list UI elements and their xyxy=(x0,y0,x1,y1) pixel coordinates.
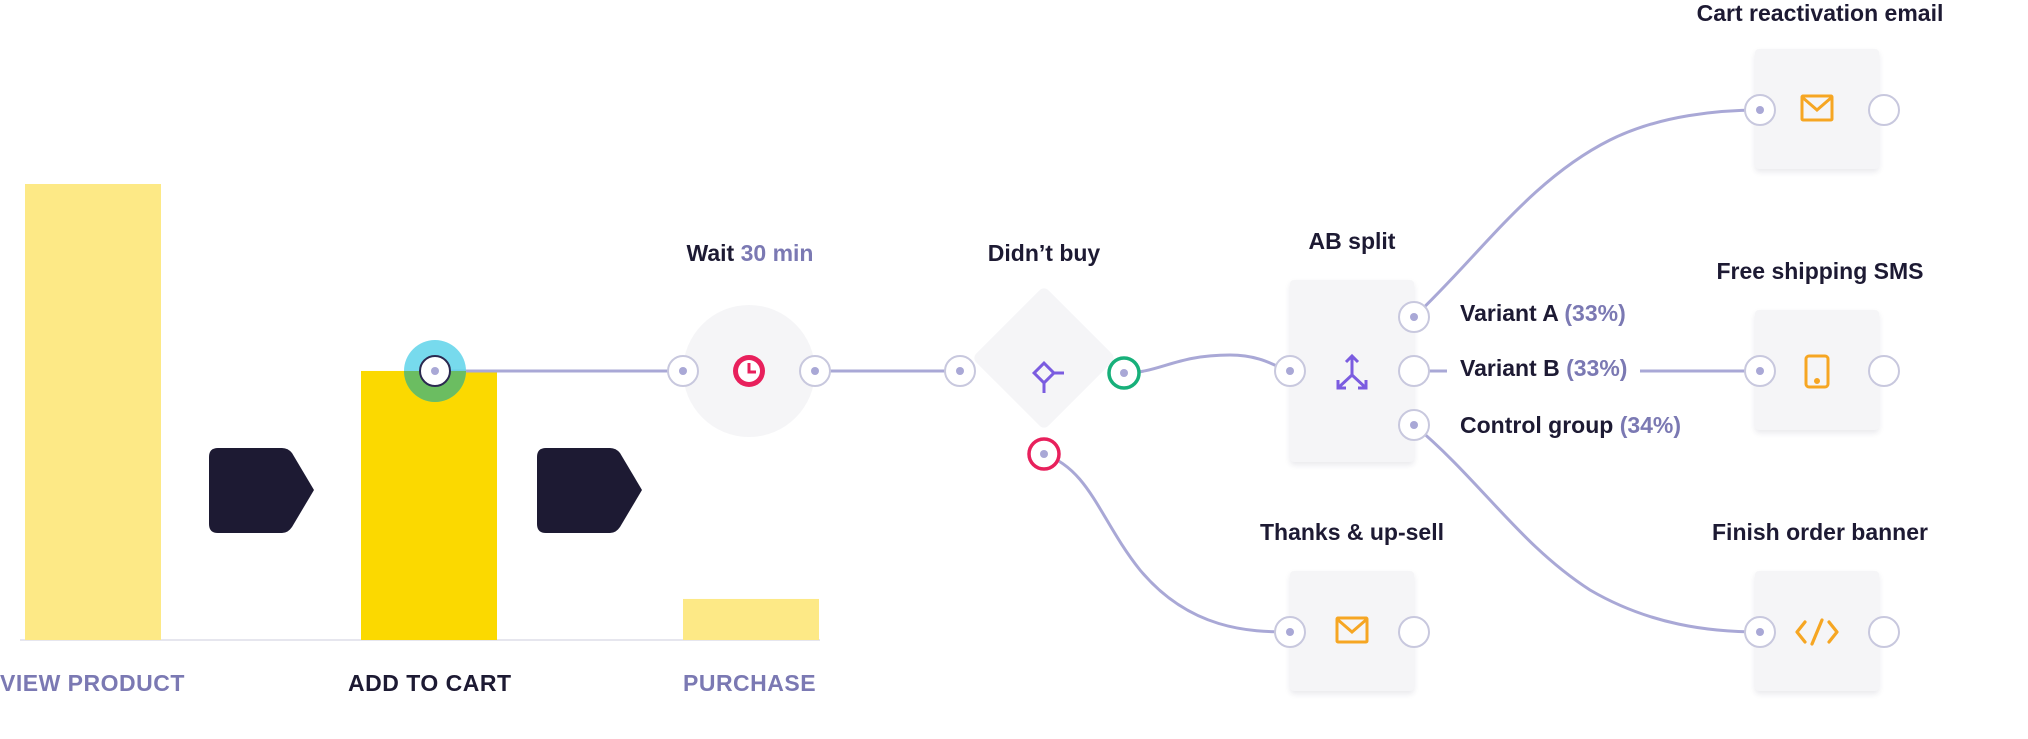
funnel-step-arrow xyxy=(537,448,642,533)
variant-a-label: Variant A (33%) xyxy=(1460,300,1626,326)
connector-control-group xyxy=(1413,423,1761,634)
funnel-label-view-product: VIEW PRODUCT xyxy=(0,670,185,696)
condition-icon xyxy=(1031,360,1064,393)
funnel-bar-add-to-cart xyxy=(361,370,497,640)
wait-node-title: Wait 30 min xyxy=(686,240,814,266)
funnel-bar-purchase xyxy=(683,598,819,640)
thanks-output-port[interactable] xyxy=(1398,616,1430,648)
finish-banner-title: Finish order banner xyxy=(1712,519,1928,545)
variant-b-label: Variant B (33%) xyxy=(1460,355,1628,381)
didnt-buy-node[interactable] xyxy=(972,286,1116,430)
finish-banner-output-port[interactable] xyxy=(1868,616,1900,648)
funnel-step-arrow xyxy=(209,448,314,533)
code-icon xyxy=(1795,618,1839,646)
split-icon xyxy=(1336,353,1368,390)
connector-variant-a xyxy=(1412,108,1761,319)
mail-icon xyxy=(1335,616,1369,644)
connector-condition-to-thanks xyxy=(1043,452,1291,634)
variant-b-port[interactable] xyxy=(1398,355,1430,387)
free-sms-title: Free shipping SMS xyxy=(1716,258,1924,284)
didnt-buy-title: Didn’t buy xyxy=(987,240,1101,266)
mail-icon xyxy=(1800,94,1834,122)
cart-email-title: Cart reactivation email xyxy=(1696,0,1944,26)
wait-duration: 30 min xyxy=(740,240,814,266)
control-group-label: Control group (34%) xyxy=(1460,412,1682,438)
funnel-bar-view-product xyxy=(25,184,161,640)
cart-email-output-port[interactable] xyxy=(1868,94,1900,126)
clock-icon xyxy=(733,355,765,387)
thanks-title: Thanks & up-sell xyxy=(1259,519,1445,545)
ab-split-title: AB split xyxy=(1308,228,1396,254)
phone-icon xyxy=(1804,354,1830,389)
funnel-label-add-to-cart: ADD TO CART xyxy=(348,670,512,696)
free-sms-output-port[interactable] xyxy=(1868,355,1900,387)
funnel-label-purchase: PURCHASE xyxy=(683,670,817,696)
